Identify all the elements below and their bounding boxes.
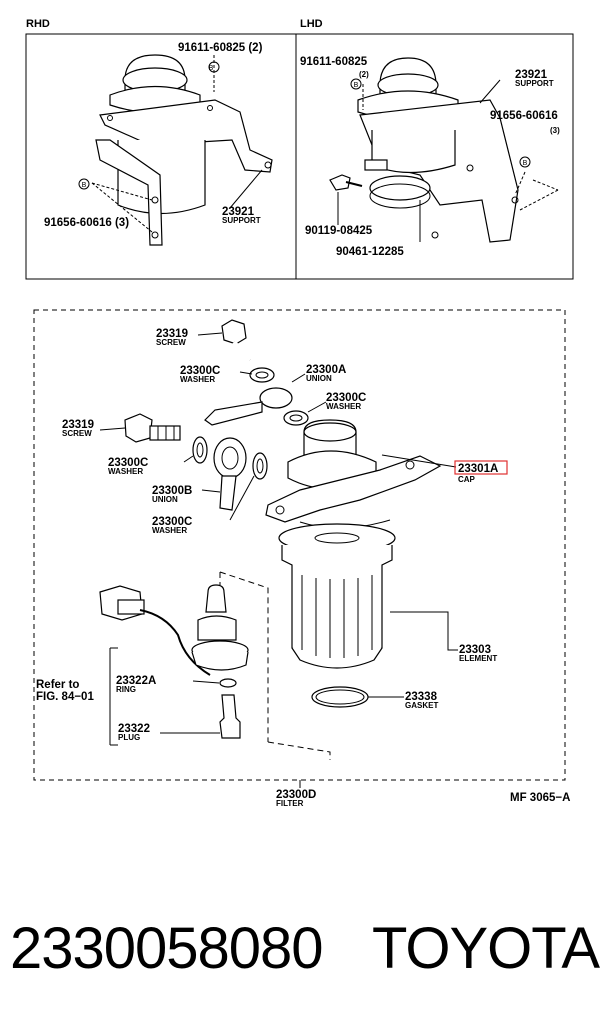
union-b-number: 23300B — [152, 485, 192, 497]
rhd-bolt-marker-top: B — [209, 65, 214, 72]
union-a-part — [204, 373, 306, 426]
filter-number: 23300D — [276, 789, 316, 801]
lhd-bracket-drawing — [329, 57, 559, 243]
lhd-bolt-right-qty: (3) — [550, 126, 560, 135]
sensor-assembly-part — [99, 571, 331, 760]
screw-top-part — [197, 319, 252, 362]
filter-desc: FILTER — [276, 799, 304, 808]
refer-line-1: Refer to — [36, 679, 79, 691]
footer-part-number: 2330058080 — [10, 916, 324, 981]
screw-top-number: 23319 — [156, 328, 188, 340]
washer-c-desc: WASHER — [108, 467, 143, 476]
plug-part — [160, 694, 241, 739]
footer: 2330058080 TOYOTA — [0, 915, 600, 995]
screw-left-part — [99, 413, 181, 443]
lhd-bolt-top-number: 91611-60825 — [300, 56, 368, 68]
refer-line-2: FIG. 84−01 — [36, 691, 94, 703]
washer-a-number: 23300C — [180, 365, 220, 377]
gasket-desc: GASKET — [405, 701, 438, 710]
element-number: 23303 — [459, 644, 491, 656]
parts-diagram: RHD LHD B B 91611-60825 (2) 91656-60616 … — [25, 18, 574, 808]
screw-left-number: 23319 — [62, 419, 94, 431]
rhd-support-number: 23921 — [222, 206, 255, 218]
washer-d-desc: WASHER — [152, 526, 187, 535]
gasket-number: 23338 — [405, 691, 438, 703]
lhd-label: LHD — [300, 18, 323, 30]
top-frame — [25, 33, 574, 280]
element-part — [278, 523, 458, 669]
gasket-part — [311, 686, 404, 708]
rhd-bolt-left-label: 91656-60616 (3) — [44, 217, 129, 229]
union-b-desc: UNION — [152, 495, 178, 504]
cap-number: 23301A — [458, 463, 498, 475]
rhd-support-desc: SUPPORT — [222, 216, 261, 225]
lhd-support-number: 23921 — [515, 69, 548, 81]
washer-c-number: 23300C — [108, 457, 148, 469]
plug-desc: PLUG — [118, 733, 140, 742]
cap-part — [265, 419, 457, 529]
lhd-bolt-top-qty: (2) — [359, 70, 369, 79]
ring-number: 23322A — [116, 675, 156, 687]
union-a-number: 23300A — [306, 364, 346, 376]
cap-number-highlight — [454, 460, 508, 475]
washer-c-part — [183, 436, 208, 464]
union-a-desc: UNION — [306, 374, 332, 383]
washer-d-number: 23300C — [152, 516, 192, 528]
washer-d-part — [229, 452, 268, 521]
screw-left-desc: SCREW — [62, 429, 92, 438]
rhd-bracket-drawing — [78, 54, 273, 246]
rhd-bolt-top-label: 91611-60825 (2) — [178, 42, 263, 54]
bottom-frame — [33, 309, 566, 781]
union-b-part — [201, 437, 247, 511]
washer-b-part — [283, 401, 327, 426]
washer-a-part — [239, 367, 275, 383]
ring-desc: RING — [116, 685, 136, 694]
element-desc: ELEMENT — [459, 654, 497, 663]
lhd-support-desc: SUPPORT — [515, 79, 554, 88]
lhd-bolt-marker-right: B — [523, 160, 528, 167]
washer-a-desc: WASHER — [180, 375, 215, 384]
lhd-bolt-marker-top: B — [354, 82, 359, 89]
footer-brand: TOYOTA — [372, 916, 600, 981]
washer-b-number: 23300C — [326, 392, 366, 404]
lhd-clamp-label: 90461-12285 — [336, 246, 404, 258]
ring-part — [192, 678, 237, 688]
rhd-bolt-marker-left: B — [82, 182, 87, 189]
washer-b-desc: WASHER — [326, 402, 361, 411]
figure-code: MF 3065−A — [510, 792, 570, 804]
screw-top-desc: SCREW — [156, 338, 186, 347]
cap-desc: CAP — [458, 475, 476, 484]
rhd-label: RHD — [26, 18, 50, 30]
lhd-bolt-right-number: 91656-60616 — [490, 110, 558, 122]
plug-number: 23322 — [118, 723, 150, 735]
lhd-screw-label: 90119-08425 — [305, 225, 373, 237]
